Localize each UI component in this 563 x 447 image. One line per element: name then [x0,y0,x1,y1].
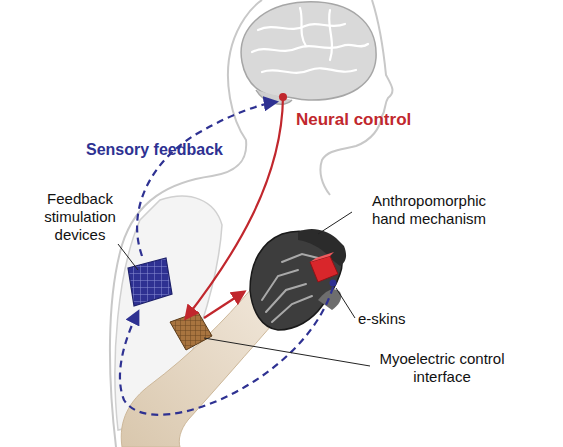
e-skin-sensor [330,280,337,287]
brain-folds [252,8,368,73]
feedback-path-upper [137,102,276,256]
forearm [121,288,278,447]
part-label: e-skins [358,310,438,328]
leader-lines [118,212,370,366]
neural-path [186,97,283,318]
part-label: Feedback stimulation devices [30,190,130,244]
brain [241,2,376,100]
part-label: Anthropomorphic hand mechanism [354,192,504,228]
feedback-path-lower [120,287,333,415]
signal-label: Neural control [296,110,436,130]
prosthetic-hand [250,229,346,330]
control-arrow [204,292,244,318]
signal-label: Sensory feedback [86,140,246,159]
part-label: Myoelectric control interface [372,350,512,386]
